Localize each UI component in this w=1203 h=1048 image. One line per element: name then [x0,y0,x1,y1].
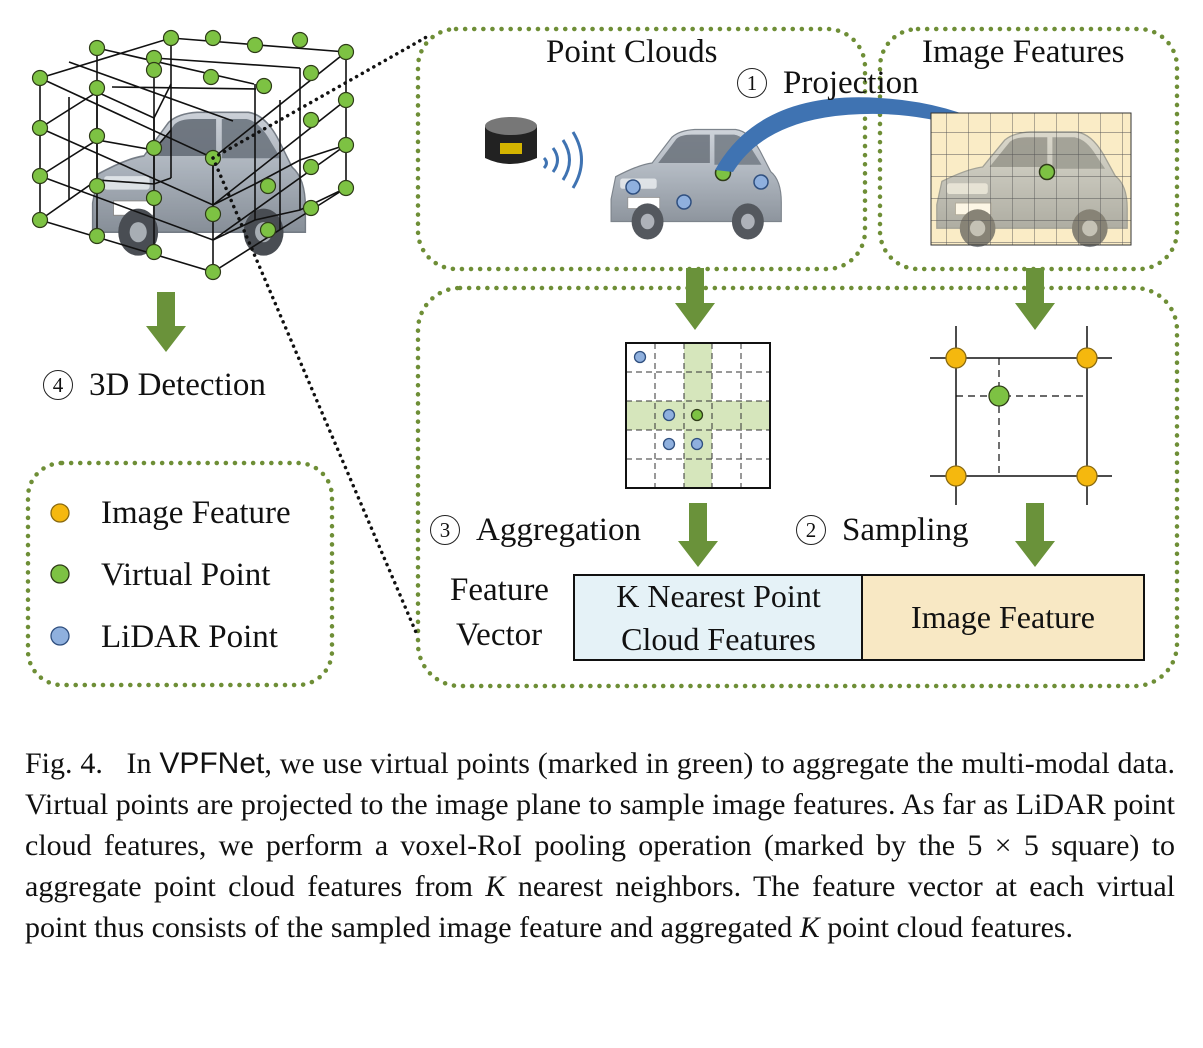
feature-vector-label-1: Feature [450,572,549,608]
projection-label: 1 Projection [737,67,919,100]
image-features-panel [877,26,1180,272]
diagram-canvas [25,26,1180,689]
aggregation-grid [625,342,771,489]
caption-k-1: K [485,870,506,903]
caption-part-2: square) to aggregate point cloud feature… [25,829,1176,903]
aggregation-arrow [678,503,718,567]
legend-virtual-point-dot [50,564,70,584]
feature-vector-label-2: Vector [456,617,543,653]
aggregation-label: 3 Aggregation [430,514,641,547]
sampling-label: 2 Sampling [796,514,969,547]
knn-feature-box: K Nearest Point Cloud Features [573,574,864,661]
figure-caption: Fig. 4. In VPFNet, we use virtual points… [25,743,1175,948]
knn-line-1: K Nearest Point [616,578,821,615]
image-feature-box: Image Feature [861,574,1145,661]
legend-image-feature-label: Image Feature [101,495,291,531]
voxel-cube [31,29,355,281]
step-2-badge: 2 [796,515,826,545]
caption-model-name: VPFNet [159,747,265,780]
point-clouds-panel [415,26,868,272]
caption-math-square: 5 × 5 [967,829,1039,862]
sampling-arrow [1015,503,1055,567]
image-feature-map [930,112,1132,248]
zoom-leader-lines [211,33,432,639]
caption-part-4: point cloud features. [827,911,1074,944]
knn-line-2: Cloud Features [621,620,816,657]
sampling-text: Sampling [842,512,969,548]
sampling-diagram [930,326,1112,505]
caption-in: In [126,747,152,780]
img-down-arrow [1015,268,1055,330]
caption-fig-label: Fig. 4. [25,747,103,780]
legend-virtual-point-label: Virtual Point [101,557,271,593]
legend-panel [25,460,335,688]
legend-lidar-point-label: LiDAR Point [101,619,278,655]
detection-label: 4 3D Detection [43,369,266,402]
image-feature-box-label: Image Feature [911,599,1095,636]
fusion-panel [415,285,1180,689]
step-3-badge: 3 [430,515,460,545]
point-clouds-title: Point Clouds [546,34,718,70]
caption-part-1: , we use virtual points (marked in green… [25,747,1176,862]
lidar-sensor-icon [485,117,583,189]
caption-k-2: K [799,911,820,944]
pc-down-arrow [675,268,715,330]
step-1-badge: 1 [737,68,767,98]
image-features-title: Image Features [922,34,1125,70]
legend-image-feature-dot [50,503,70,523]
caption-part-3: nearest neighbors. The feature vector at… [25,870,1175,944]
detection-arrow [146,292,186,352]
projection-text: Projection [783,65,919,101]
legend-lidar-point-dot [50,626,70,646]
aggregation-text: Aggregation [476,512,641,548]
detection-text: 3D Detection [89,367,266,403]
step-4-badge: 4 [43,370,73,400]
